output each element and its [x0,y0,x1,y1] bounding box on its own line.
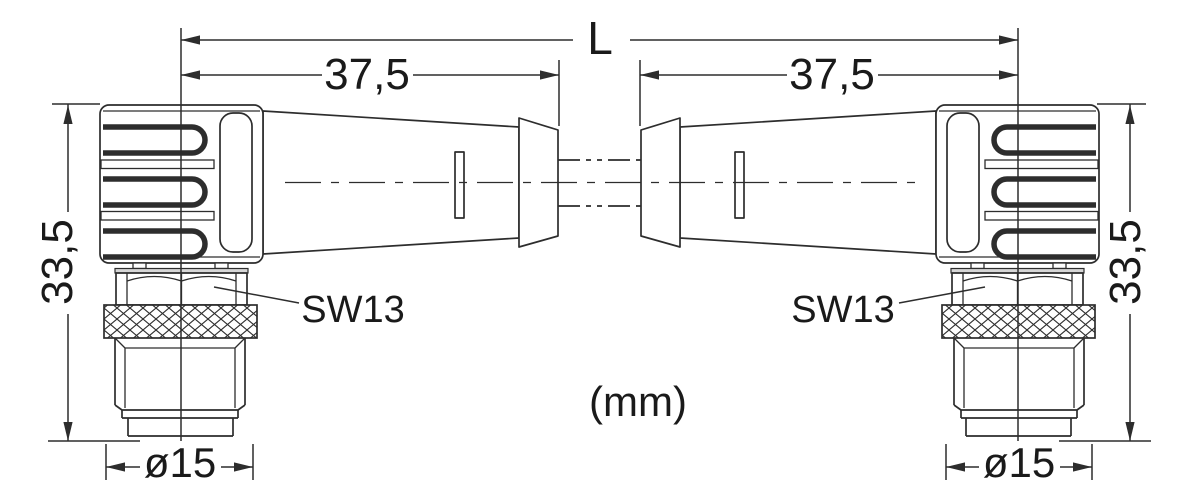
right-grip-rib [991,176,1096,208]
right-wrench-leader-line [898,286,986,304]
left-thread-barrel [114,337,246,437]
left-grip-rib [103,228,208,260]
left-grip-rib [103,124,208,156]
cable-break [285,159,915,207]
left-body-panel [219,112,253,253]
right-diameter-label: ø15 [983,439,1055,486]
left-height-label: 33,5 [33,219,82,305]
right-thread-barrel [953,337,1085,437]
left-strain-relief-bell [518,117,559,248]
extension-lines [180,28,1019,441]
dimension-left-connector-length: 37,5 [181,50,559,99]
left-wrench-label: SW13 [301,289,404,331]
dimension-right-height: 33,5 [1059,103,1151,442]
left-length-label: 37,5 [324,50,410,99]
right-grip-rib [991,228,1096,260]
left-cable-cone [262,110,559,255]
callout-right-wrench-size: SW13 [791,286,986,331]
left-grip-rib [103,176,208,208]
left-cone-slot [454,151,465,219]
right-cone-slot [734,151,745,219]
left-wrench-leader-line [213,286,300,304]
dimension-left-diameter: ø15 [105,439,254,486]
callout-left-wrench-size: SW13 [213,286,405,331]
dimension-right-diameter: ø15 [945,439,1093,486]
right-height-label: 33,5 [1101,219,1150,305]
unit-note: (mm) [589,378,687,425]
dimension-left-height: 33,5 [33,103,140,442]
right-strain-relief-bell [640,117,681,248]
right-length-label: 37,5 [789,50,875,99]
dimension-right-connector-length: 37,5 [640,50,1018,99]
right-body-panel [946,112,980,253]
right-wrench-label: SW13 [791,289,894,331]
total-length-label: L [587,12,613,64]
left-diameter-label: ø15 [144,439,216,486]
right-grip-rib [991,124,1096,156]
dimension-total-length: L [181,12,1018,64]
